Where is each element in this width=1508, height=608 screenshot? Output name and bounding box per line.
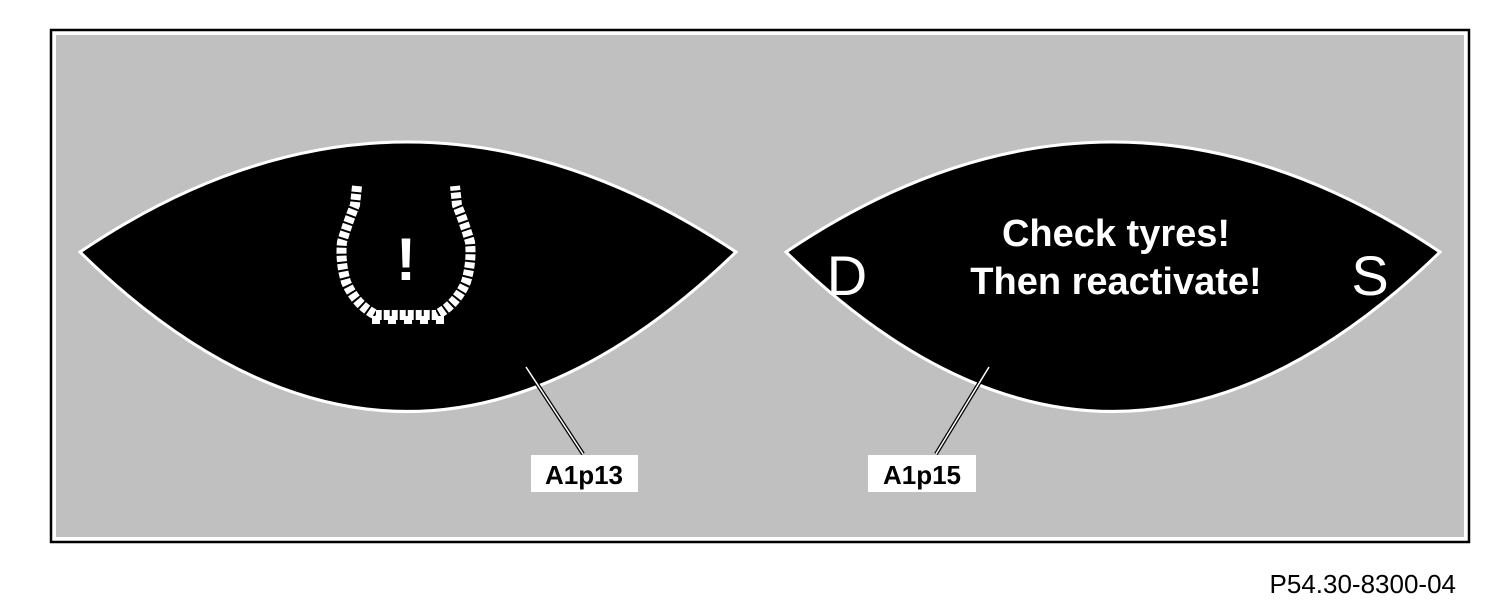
left-callout-label: A1p13 bbox=[545, 460, 623, 490]
figure-reference-code: P54.30-8300-04 bbox=[1270, 569, 1456, 599]
right-callout-label: A1p15 bbox=[883, 460, 961, 490]
right-callout-box bbox=[868, 455, 976, 492]
left-display: ! A1p13 bbox=[77, 140, 739, 492]
left-display-screen bbox=[77, 140, 739, 413]
tyre-pressure-warning-icon: ! bbox=[336, 185, 476, 324]
tyre-pressure-outline bbox=[336, 185, 476, 320]
right-display-screen bbox=[783, 140, 1443, 413]
right-display-line-1: Check tyres! bbox=[1002, 213, 1230, 255]
right-display: Check tyres! Then reactivate! D S A1p15 bbox=[783, 140, 1443, 492]
right-callout-leader-highlight bbox=[935, 366, 990, 455]
right-display-line-2: Then reactivate! bbox=[970, 261, 1261, 303]
tyre-tread-marks bbox=[372, 316, 444, 324]
tyre-pressure-exclamation: ! bbox=[396, 226, 416, 293]
left-callout-box bbox=[531, 455, 638, 492]
right-display-letter-d: D bbox=[827, 244, 867, 307]
left-callout-leader-highlight bbox=[525, 366, 584, 455]
right-display-letter-s: S bbox=[1351, 244, 1388, 307]
